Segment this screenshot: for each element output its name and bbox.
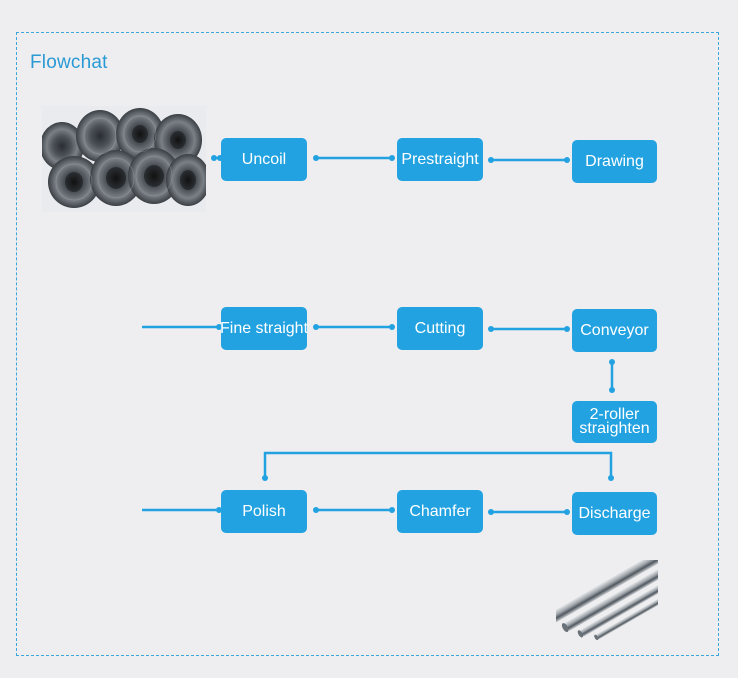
connector-dot: [262, 475, 268, 481]
connector-dot: [488, 509, 494, 515]
connector-dot: [564, 157, 570, 163]
connector-dot: [488, 326, 494, 332]
node-2-roller-straighten: 2-roller straighten: [572, 401, 657, 443]
connector-dot: [564, 509, 570, 515]
connector-dot: [389, 507, 395, 513]
connector-dot: [216, 324, 222, 330]
connector-dot: [313, 324, 319, 330]
node-2-roller-line2: straighten: [579, 420, 650, 437]
connector-dot: [564, 326, 570, 332]
connector-dot: [488, 157, 494, 163]
connector-dot: [609, 359, 615, 365]
diagram-frame: [16, 32, 719, 656]
steel-wire-coils-image: [40, 106, 210, 212]
diagram-title: Flowchat: [30, 52, 108, 73]
node-2-roller-line1: 2-roller: [589, 406, 640, 423]
node-polish: Polish: [221, 490, 307, 533]
connector-dot: [313, 507, 319, 513]
node-drawing: Drawing: [572, 140, 657, 183]
node-chamfer: Chamfer: [397, 490, 483, 533]
node-uncoil: Uncoil: [221, 138, 307, 181]
node-fine-straight: Fine straight: [220, 307, 308, 350]
connector-dot: [609, 387, 615, 393]
connector-dot: [608, 475, 614, 481]
node-cutting: Cutting: [397, 307, 483, 350]
connector-bracket: [263, 451, 613, 478]
steel-rods-image: [545, 552, 681, 641]
node-conveyor: Conveyor: [572, 309, 657, 352]
connector-dot: [389, 324, 395, 330]
node-prestraight: Prestraight: [397, 138, 483, 181]
connector-dot: [216, 507, 222, 513]
connector-dot: [313, 155, 319, 161]
connector-dot: [389, 155, 395, 161]
node-discharge: Discharge: [572, 492, 657, 535]
connector-dot: [211, 155, 217, 161]
